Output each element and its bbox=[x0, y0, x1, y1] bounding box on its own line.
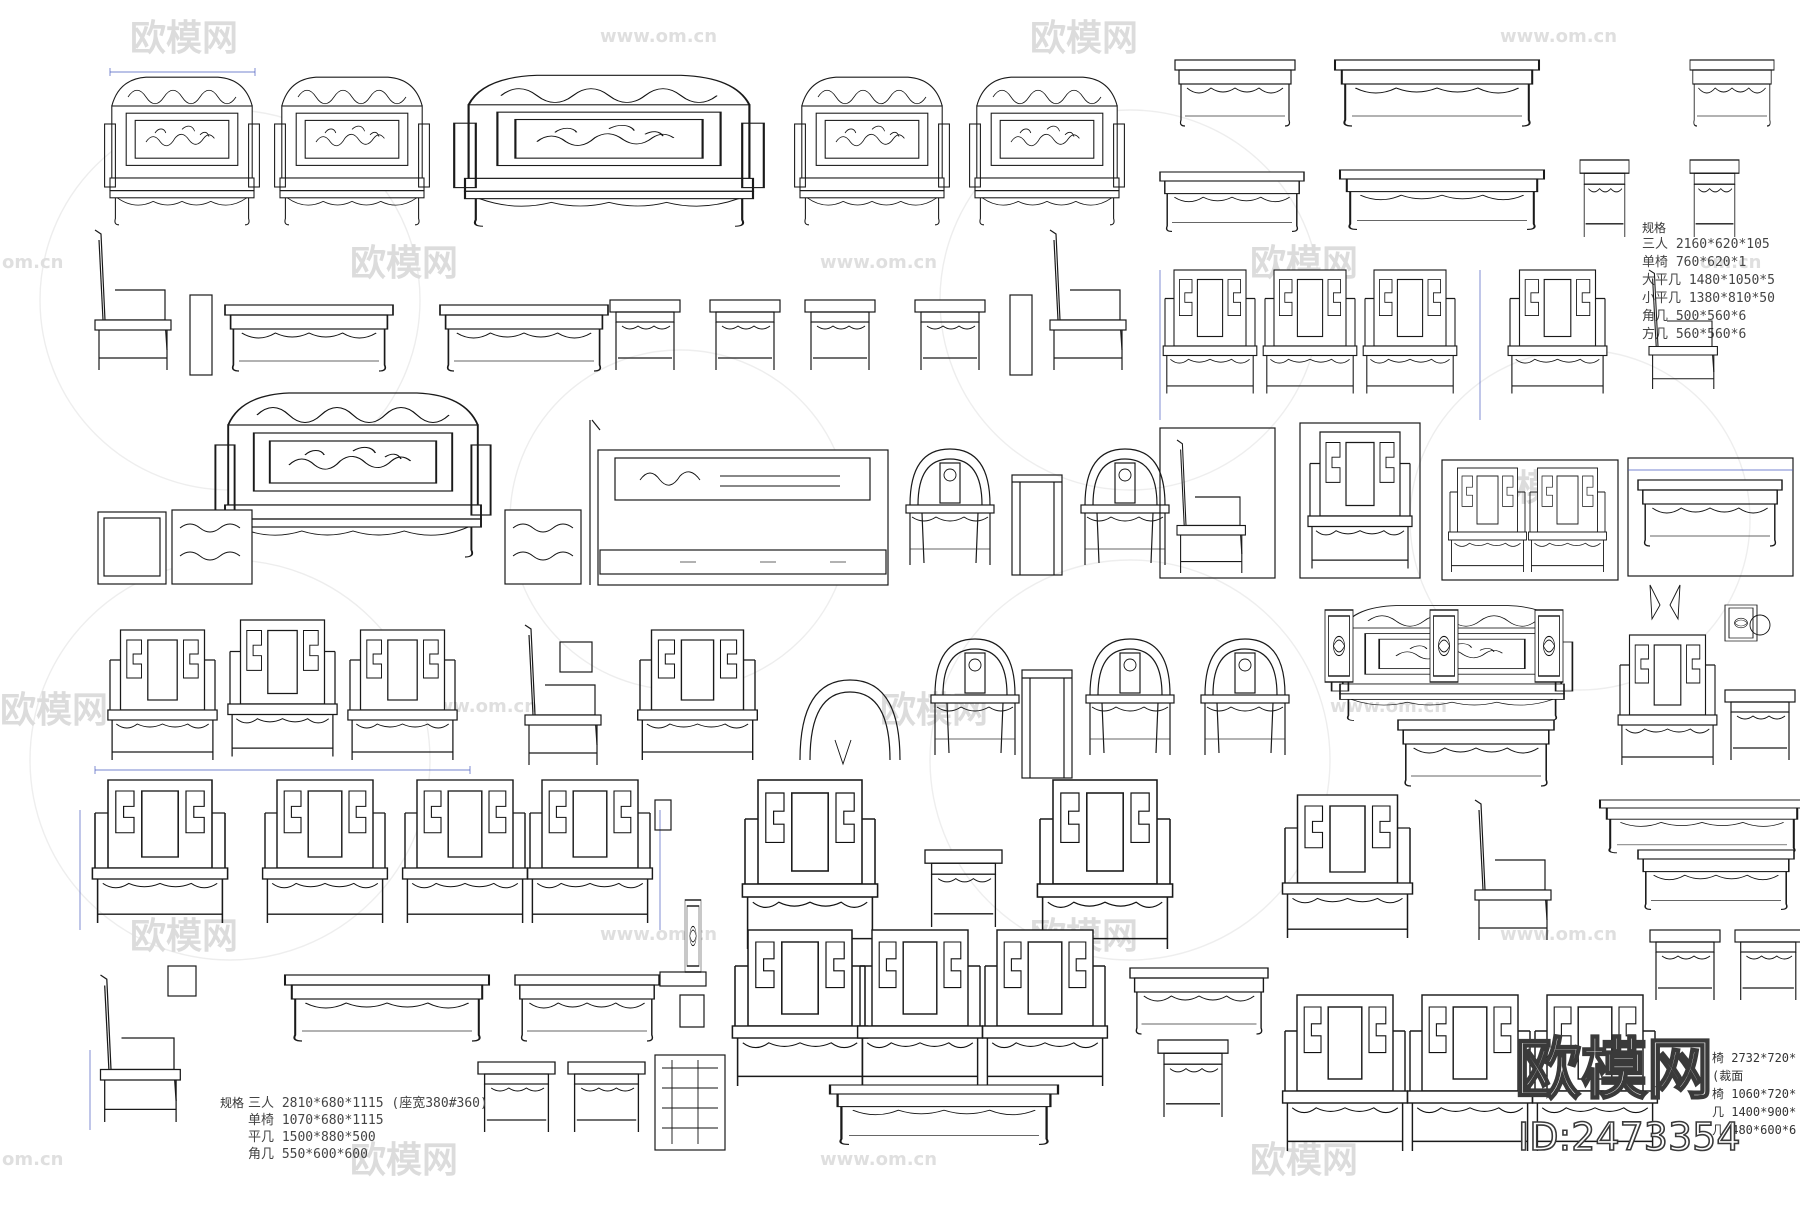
watermark-brand: 欧模网 bbox=[0, 690, 108, 731]
spec-line: 椅 2732*720* bbox=[1712, 1051, 1796, 1065]
spec-line: 三人 2160*620*105 bbox=[1642, 237, 1770, 252]
watermark-url: om.cn bbox=[2, 1149, 63, 1170]
spec-line: 单椅 1070*680*1115 bbox=[248, 1113, 384, 1128]
spec-line: 小平几 1380*810*50 bbox=[1642, 291, 1775, 306]
row-3-drawings bbox=[97, 392, 1794, 586]
watermark-brand: 欧模网 bbox=[130, 916, 238, 957]
watermark-url: www.om.cn bbox=[1500, 26, 1617, 47]
side-and-tables-row-2 bbox=[94, 229, 1127, 376]
tables-top-right bbox=[1159, 58, 1775, 238]
watermark-layer: 欧模网 www.om.cn 欧模网 www.om.cn om.cn 欧模网 ww… bbox=[0, 18, 1761, 1181]
watermark-url: om.cn bbox=[1700, 252, 1761, 273]
tables-right-row-5 bbox=[1598, 798, 1800, 1001]
watermark-brand: 欧模网 bbox=[1030, 18, 1138, 59]
brand-badge: 欧模网 ID:2473354 bbox=[1514, 1030, 1741, 1160]
spec-line: 几 480*600*6 bbox=[1712, 1123, 1796, 1137]
brand-id-text: ID:2473354 bbox=[1518, 1115, 1741, 1159]
spec-table-bottom-right: 椅 2732*720* (裁面 椅 1060*720* 几 1400*900* … bbox=[1712, 1051, 1796, 1137]
spec-line: (裁面 bbox=[1712, 1069, 1743, 1083]
watermark-url: om.cn bbox=[2, 252, 63, 273]
brand-logo-text: 欧模网 bbox=[1515, 1031, 1713, 1108]
drawing-sofa-single bbox=[794, 76, 950, 226]
spec-line: 椅 1060*720* bbox=[1712, 1087, 1796, 1101]
drawing-sofa-triple bbox=[453, 74, 765, 228]
spec-line: 方几 560*560*6 bbox=[1642, 326, 1746, 342]
row-4-drawings bbox=[94, 619, 1290, 779]
spec-table-bottom-left: 规格 三人 2810*680*1115 (座宽380#360) 单椅 1070*… bbox=[220, 1095, 488, 1162]
watermark-brand: 欧模网 bbox=[1250, 1140, 1358, 1181]
drawing-sofa-single bbox=[274, 76, 430, 226]
spec-line: 三人 2810*680*1115 (座宽380#360) bbox=[248, 1095, 488, 1111]
watermark-url: www.om.cn bbox=[1500, 924, 1617, 945]
drawing-sofa-single bbox=[969, 76, 1125, 226]
watermark-url: www.om.cn bbox=[600, 26, 717, 47]
spec-line: 角几 500*560*6 bbox=[1642, 309, 1746, 324]
spec-line: 角几 550*600*600 bbox=[248, 1147, 368, 1162]
ornate-set-right bbox=[1324, 584, 1796, 787]
spec-label: 规格 bbox=[220, 1095, 244, 1110]
spec-label: 规格 bbox=[1642, 220, 1666, 235]
spec-line: 几 1400*900* bbox=[1712, 1105, 1796, 1119]
spec-table-top-right: 规格 三人 2160*620*105 单椅 760*620*1 大平几 1480… bbox=[1642, 220, 1775, 342]
watermark-url: www.om.cn bbox=[820, 1149, 937, 1170]
watermark-brand: 欧模网 bbox=[130, 18, 238, 59]
spec-line: 单椅 760*620*1 bbox=[1642, 255, 1746, 270]
spec-line: 大平几 1480*1050*5 bbox=[1642, 273, 1775, 288]
watermark-url: www.om.cn bbox=[1330, 696, 1447, 717]
row-6-drawings bbox=[89, 929, 1269, 1151]
spec-line: 平几 1500*880*500 bbox=[248, 1130, 376, 1145]
lattice-sofa-set-right bbox=[1159, 269, 1718, 420]
watermark-url: www.om.cn bbox=[820, 252, 937, 273]
drawing-sofa-single bbox=[104, 76, 260, 226]
row-5-drawings bbox=[79, 779, 1552, 973]
watermark-brand: 欧模网 bbox=[350, 1140, 458, 1181]
sofa-set-row-1 bbox=[104, 68, 1125, 228]
watermark-brand: 欧模网 bbox=[350, 243, 458, 284]
